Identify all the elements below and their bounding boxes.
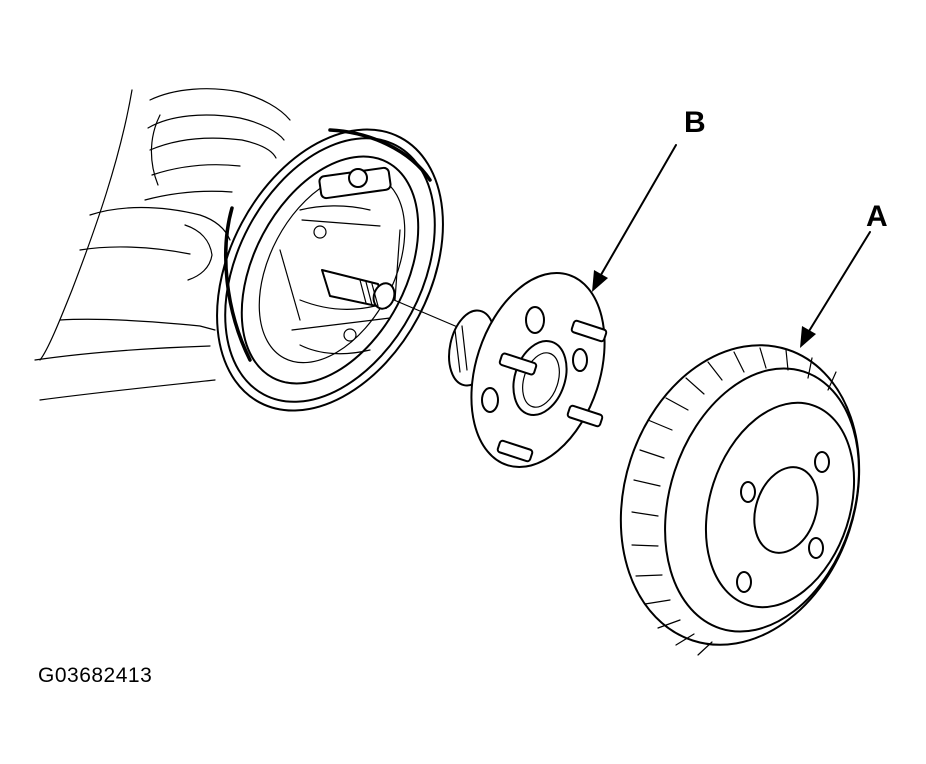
brake-backing-plate bbox=[216, 128, 444, 412]
wheel-stud bbox=[496, 319, 608, 463]
brake-drum bbox=[619, 344, 861, 656]
callout-b-label: B bbox=[684, 106, 706, 139]
callout-b: B bbox=[592, 106, 706, 292]
callout-a: A bbox=[800, 200, 888, 348]
hub-bearing-unit bbox=[448, 271, 608, 469]
suspension-background bbox=[34, 88, 291, 401]
figure-id: G03682413 bbox=[38, 664, 153, 687]
callout-a-label: A bbox=[866, 200, 888, 233]
